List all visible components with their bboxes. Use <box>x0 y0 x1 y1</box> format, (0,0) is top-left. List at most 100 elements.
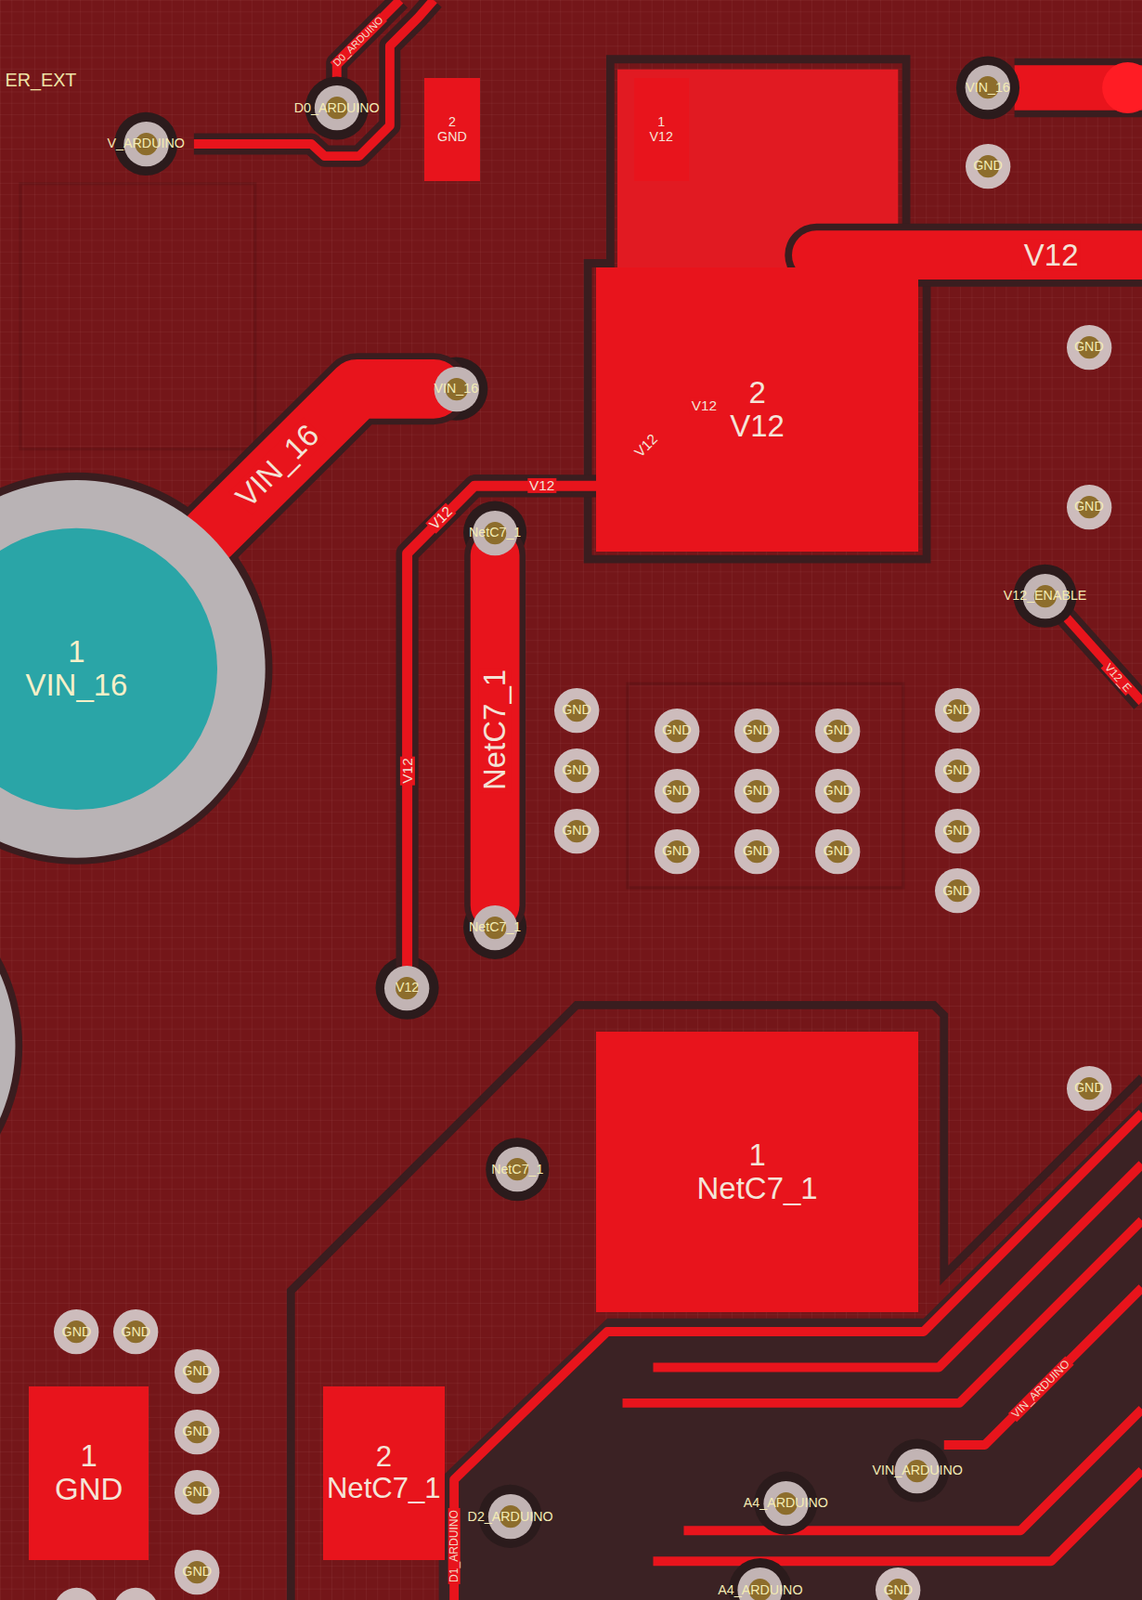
copper-pad: 2NetC7_1 <box>323 1386 445 1560</box>
via: GND <box>734 768 779 814</box>
via: VIN_ARDUINO <box>869 1448 966 1493</box>
net-name: GND <box>742 783 773 799</box>
via: GND <box>53 1309 99 1354</box>
pad-ring <box>174 1549 220 1595</box>
partial-pad <box>0 867 15 1225</box>
pad-ring <box>875 1567 921 1600</box>
via: GND <box>113 1309 158 1354</box>
trace-label: VIN_ARDUINO <box>1008 1356 1074 1422</box>
net-name: GND <box>561 823 592 839</box>
via: VIN_16 <box>431 366 482 412</box>
silkscreen-outline <box>627 683 904 888</box>
pad-number: 1 <box>657 115 665 130</box>
net-name: V12 <box>395 980 419 996</box>
net-name: GND <box>823 783 854 799</box>
trace-clearance <box>337 0 401 86</box>
via: V_ARDUINO <box>104 121 188 167</box>
via: D0_ARDUINO <box>291 85 383 130</box>
via: GND <box>1066 324 1112 370</box>
cleared-area <box>439 1102 1142 1600</box>
net-name: GND <box>62 1324 92 1340</box>
trace-clearance <box>209 389 434 535</box>
via: GND <box>654 829 700 874</box>
pad-ring <box>174 1409 220 1454</box>
net-name: VIN_16 <box>965 80 1011 96</box>
pad-ring <box>554 748 599 793</box>
net-name: V12 <box>729 409 785 443</box>
via: GND <box>654 768 700 814</box>
net-name: GND <box>942 702 973 718</box>
pad-number: 1 <box>79 1439 97 1473</box>
net-name: VIN_16 <box>25 668 128 702</box>
trace <box>683 1409 1142 1532</box>
net-name: GND <box>942 823 973 839</box>
pour-outline <box>290 1004 1142 1600</box>
pad-ring <box>815 829 860 874</box>
net-name: GND <box>823 843 854 859</box>
pad-ring <box>1066 324 1112 370</box>
trace-copper <box>470 555 520 906</box>
via: NetC7_1 <box>466 510 524 556</box>
via: GND <box>815 708 860 753</box>
partial-pad <box>0 859 23 1232</box>
trace-copper <box>209 389 434 535</box>
net-name: GND <box>742 723 773 739</box>
pad-ring <box>384 965 429 1011</box>
pad-ring <box>433 366 479 412</box>
via: GND <box>815 829 860 874</box>
net-name: A4_ARDUINO <box>717 1583 803 1598</box>
net-name: GND <box>181 1564 212 1580</box>
net-name: V12 <box>649 129 674 145</box>
net-name: GND <box>1074 499 1104 515</box>
pad-ring <box>113 1309 158 1354</box>
via-clearance <box>956 55 1020 119</box>
net-name: NetC7_1 <box>468 525 521 541</box>
net-name: GND <box>1074 1080 1104 1096</box>
pad-ring <box>654 829 700 874</box>
via: GND <box>174 1409 220 1454</box>
net-name: GND <box>661 783 692 799</box>
pad-number: 1 <box>748 1138 766 1172</box>
pad-ring <box>815 708 860 753</box>
trace-clearance <box>194 0 434 156</box>
via: V12 <box>384 965 429 1011</box>
pad-ring <box>934 868 980 913</box>
trace-label: V12 <box>527 478 557 494</box>
trace-label: V12 <box>630 430 662 463</box>
via: A4_ARDUINO <box>740 1480 831 1526</box>
net-name: D0_ARDUINO <box>294 101 380 117</box>
trace <box>337 0 401 86</box>
net-name: GND <box>181 1363 212 1379</box>
pad-ring <box>734 708 779 753</box>
pad-hole <box>395 976 418 1000</box>
pad-number: 1 <box>67 635 85 669</box>
trace-clearance <box>1063 614 1142 703</box>
pad-ring <box>0 480 266 858</box>
trace <box>209 389 434 535</box>
pad-ring <box>1066 484 1112 530</box>
via-clearance <box>485 1137 549 1201</box>
via: GND <box>174 1469 220 1515</box>
net-name: NetC7_1 <box>491 1162 544 1178</box>
pad-ring <box>654 768 700 814</box>
net-name: NetC7_1 <box>697 1171 818 1206</box>
net-name: GND <box>181 1484 212 1500</box>
copper-pad: 2GND <box>424 77 481 182</box>
partial-via <box>113 1587 158 1600</box>
pad-ring <box>934 808 980 854</box>
net-name: NetC7_1 <box>326 1472 442 1505</box>
pad-number: 2 <box>448 115 456 130</box>
pad-ring <box>554 808 599 854</box>
via: GND <box>554 808 599 854</box>
net-name: GND <box>823 723 854 739</box>
pad-hole <box>0 527 218 809</box>
net-name: GND <box>437 129 468 145</box>
net-name: GND <box>181 1424 212 1440</box>
via: GND <box>174 1549 220 1595</box>
pad-ring <box>53 1309 99 1354</box>
via: GND <box>934 868 980 913</box>
via: GND <box>934 808 980 854</box>
net-name: GND <box>742 843 773 859</box>
